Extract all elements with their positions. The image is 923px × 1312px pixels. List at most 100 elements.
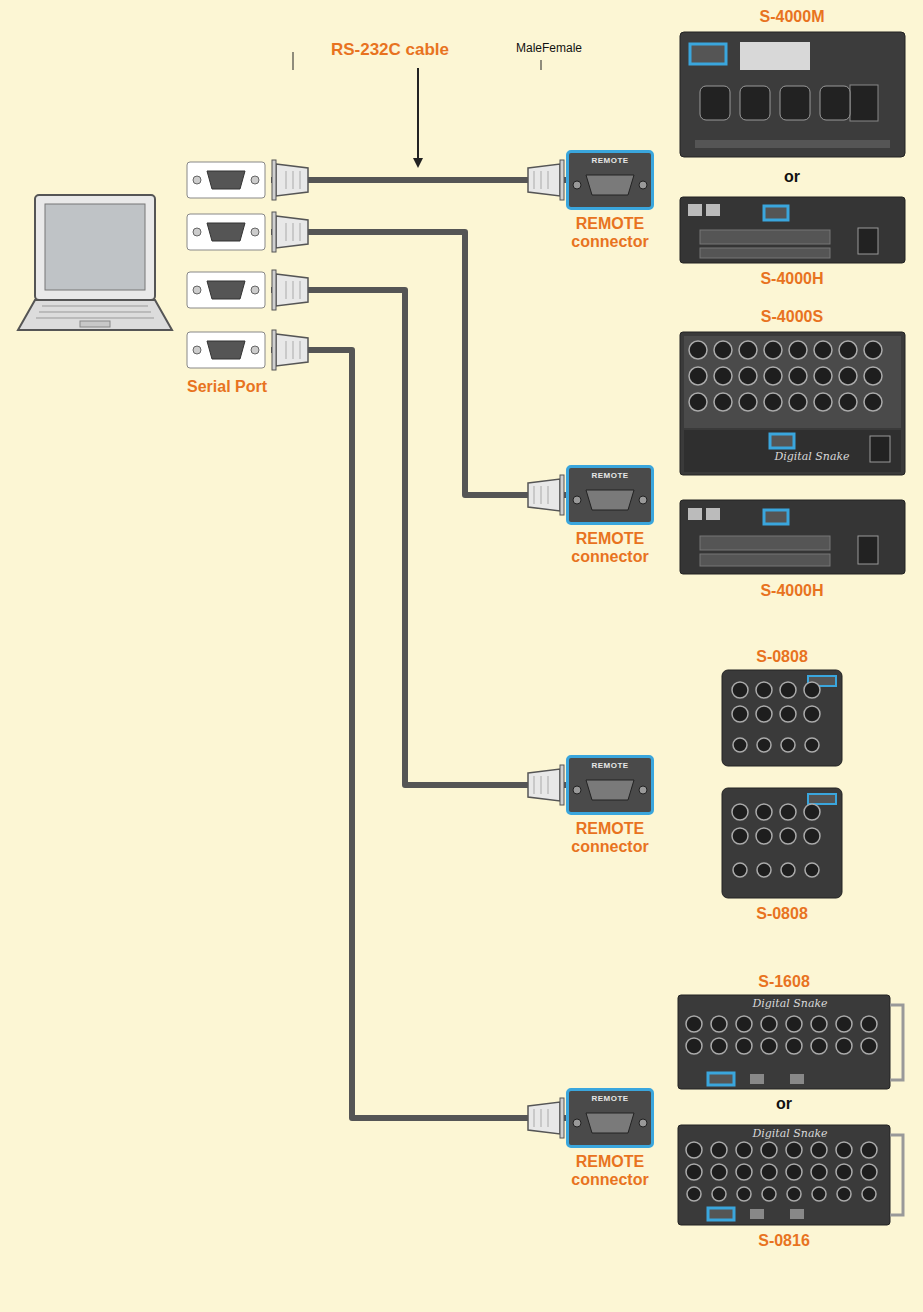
xlr-jack xyxy=(689,341,707,359)
logo-text: Digital Snake xyxy=(752,997,827,1010)
device-label: RS-232C cable xyxy=(331,40,449,60)
s1608-device xyxy=(678,995,903,1089)
xlr-jack xyxy=(839,393,857,411)
ethercon xyxy=(820,86,850,120)
illustration-part xyxy=(276,274,308,306)
db9-port xyxy=(207,223,245,241)
xlr-jack xyxy=(711,1164,727,1180)
illustration-part xyxy=(251,176,259,184)
xlr-jack xyxy=(689,393,707,411)
connector-name: REMOTE xyxy=(569,1094,651,1103)
note-label: or xyxy=(776,1095,792,1113)
illustration-part xyxy=(251,228,259,236)
dsub-plug xyxy=(528,765,564,805)
logo-text: Digital Snake xyxy=(774,450,849,463)
illustration-part xyxy=(534,776,535,794)
db9-port xyxy=(207,281,245,299)
illustration-part xyxy=(528,769,560,801)
xlr-jack xyxy=(756,828,772,844)
xlr-jack xyxy=(861,1038,877,1054)
connector-label: REMOTE connector xyxy=(555,1153,665,1190)
xlr-jack xyxy=(861,1164,877,1180)
ethercon xyxy=(700,86,730,120)
xlr-jack xyxy=(787,1187,801,1201)
illustration-part xyxy=(560,160,564,200)
xlr-jack xyxy=(814,367,832,385)
laptop xyxy=(18,195,172,330)
xlr-jack xyxy=(789,393,807,411)
device-label: S-4000M xyxy=(760,8,825,26)
db9-port xyxy=(207,171,245,189)
tick-line xyxy=(293,52,294,70)
xlr-jack xyxy=(804,706,820,722)
illustration-part xyxy=(293,171,294,189)
xlr-jack xyxy=(756,682,772,698)
xlr-jack xyxy=(805,738,819,752)
xlr-jack xyxy=(781,863,795,877)
xlr-jack xyxy=(711,1038,727,1054)
illustration-part xyxy=(639,1119,647,1127)
xlr-jack xyxy=(804,682,820,698)
illustration-part xyxy=(573,786,581,794)
device-label: S-0816 xyxy=(758,1232,810,1250)
s4000h-device xyxy=(680,500,905,574)
xlr-jack xyxy=(732,804,748,820)
illustration-part xyxy=(586,490,634,510)
tick-line xyxy=(541,60,542,70)
illustration-part xyxy=(300,223,301,241)
illustration-part xyxy=(193,286,201,294)
illustration-part xyxy=(276,216,308,248)
connector-label: REMOTE connector xyxy=(555,215,665,252)
illustration-part xyxy=(286,223,287,241)
xlr-jack xyxy=(733,863,747,877)
xlr-jack xyxy=(736,1164,752,1180)
xlr-jack xyxy=(861,1016,877,1032)
illustration-part xyxy=(193,346,201,354)
illustration-part xyxy=(272,270,276,310)
port-plate xyxy=(187,162,265,198)
xlr-jack xyxy=(712,1187,726,1201)
illustration-part xyxy=(560,1098,564,1138)
xlr-jack xyxy=(714,367,732,385)
xlr-jack xyxy=(836,1164,852,1180)
xlr-jack xyxy=(836,1038,852,1054)
xlr-jack xyxy=(736,1038,752,1054)
illustration-part xyxy=(193,228,201,236)
illustration-part xyxy=(272,212,276,252)
illustration-part xyxy=(272,160,276,200)
xlr-jack xyxy=(864,393,882,411)
illustration-part xyxy=(548,1109,549,1127)
port-plate xyxy=(187,214,265,250)
illustration-part xyxy=(293,281,294,299)
connector-name: REMOTE xyxy=(569,761,651,770)
illustration-part xyxy=(573,181,581,189)
illustration-part xyxy=(560,475,564,515)
illustration-part xyxy=(528,1102,560,1134)
rs232-cable xyxy=(271,177,566,183)
s4000h-device xyxy=(680,197,905,263)
xlr-jack xyxy=(864,367,882,385)
illustration-part xyxy=(586,780,634,800)
illustration-part xyxy=(286,341,287,359)
remote-connector: REMOTEREMOTE connector xyxy=(566,150,654,210)
illustration-part xyxy=(272,330,276,370)
xlr-jack xyxy=(732,682,748,698)
xlr-jack xyxy=(837,1187,851,1201)
xlr-jack xyxy=(789,341,807,359)
xlr-jack xyxy=(761,1142,777,1158)
illustration-part xyxy=(573,1119,581,1127)
db9-port xyxy=(207,341,245,359)
xlr-jack xyxy=(864,341,882,359)
illustration-part xyxy=(541,171,542,189)
xlr-jack xyxy=(737,1187,751,1201)
illustration-part xyxy=(528,479,560,511)
xlr-jack xyxy=(757,863,771,877)
xlr-jack xyxy=(756,804,772,820)
device-label: S-1608 xyxy=(758,973,810,991)
xlr-jack xyxy=(780,682,796,698)
illustration-part xyxy=(560,765,564,805)
xlr-jack xyxy=(686,1164,702,1180)
dsub-plug xyxy=(528,475,564,515)
xlr-jack xyxy=(814,341,832,359)
illustration-part xyxy=(528,164,560,196)
